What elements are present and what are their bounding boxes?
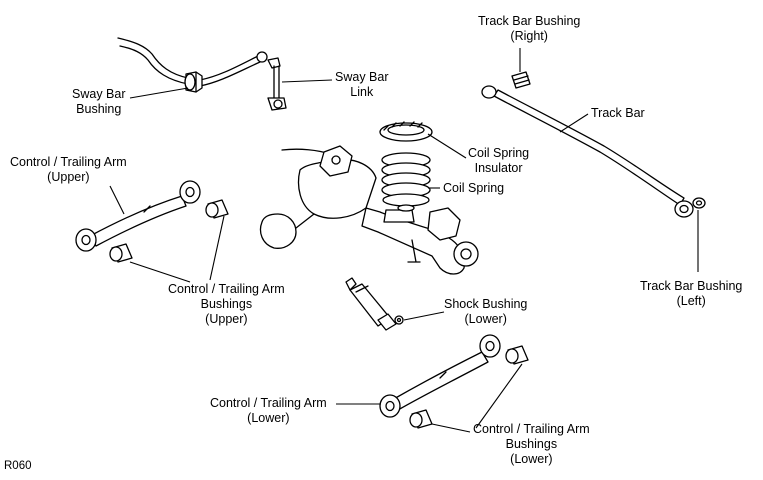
track-bar-part: [481, 85, 694, 218]
sway-bar-link-part: [256, 51, 287, 111]
axle-housing-part: [259, 145, 479, 275]
figure-code: R060: [4, 460, 32, 472]
sway-bar: [117, 37, 261, 87]
label-sway-bar-bushing: Sway Bar Bushing: [72, 87, 126, 116]
label-track-bar-bushing-right: Track Bar Bushing (Right): [478, 14, 581, 43]
shock-bushing-lower-part: [394, 315, 404, 325]
coil-spring-part: [381, 152, 431, 212]
label-sway-bar-link: Sway Bar Link: [335, 70, 389, 99]
lower-control-arm-part: [379, 334, 501, 418]
upper-control-arm-part: [75, 180, 201, 252]
label-coil-spring-insulator: Coil Spring Insulator: [468, 146, 530, 175]
shock-absorber-part: [345, 277, 397, 331]
label-control-arm-lower: Control / Trailing Arm (Lower): [210, 396, 327, 425]
label-track-bar: Track Bar: [591, 106, 645, 120]
sway-bar-bushing-part: [184, 71, 203, 93]
leader-lines: [109, 48, 699, 433]
label-shock-bushing-lower: Shock Bushing (Lower): [444, 297, 528, 326]
label-coil-spring: Coil Spring: [443, 181, 505, 195]
label-control-arm-bushings-lower: Control / Trailing Arm Bushings (Lower): [473, 422, 590, 466]
track-bar-bushing-right-part: [511, 71, 531, 89]
label-control-arm-bushings-upper: Control / Trailing Arm Bushings (Upper): [168, 282, 285, 326]
label-control-arm-upper: Control / Trailing Arm (Upper): [10, 155, 127, 184]
lower-control-arm-bushings-part: [409, 345, 529, 429]
label-track-bar-bushing-left: Track Bar Bushing (Left): [640, 279, 743, 308]
upper-control-arm-bushings-part: [109, 199, 229, 263]
track-bar-bushing-left-part: [692, 197, 706, 209]
coil-spring-insulator-part: [379, 121, 433, 142]
